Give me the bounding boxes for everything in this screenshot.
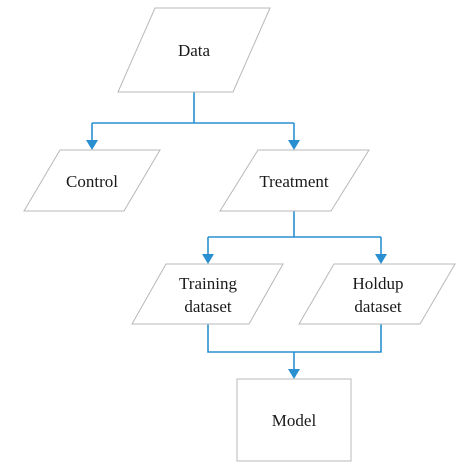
node-model xyxy=(236,378,352,462)
node-control-label: Control xyxy=(66,172,118,191)
arrowhead-training xyxy=(202,254,214,264)
node-control xyxy=(23,149,161,212)
node-training-dataset xyxy=(131,263,284,325)
node-training-label-line1: Training xyxy=(179,274,237,293)
arrowhead-treatment xyxy=(288,140,300,150)
node-data xyxy=(117,7,271,93)
node-data-label: Data xyxy=(178,41,211,60)
arrowhead-holdup xyxy=(375,254,387,264)
node-holdup-label-line2: dataset xyxy=(354,297,401,316)
node-holdup-label-line1: Holdup xyxy=(353,274,404,293)
node-treatment xyxy=(219,149,370,212)
arrowhead-model xyxy=(288,369,300,379)
connector-data-split xyxy=(92,92,294,124)
node-training-label-line2: dataset xyxy=(184,297,231,316)
node-holdup-dataset xyxy=(298,263,456,325)
node-model-label: Model xyxy=(272,411,317,430)
node-treatment-label: Treatment xyxy=(259,172,329,191)
connector-datasets-merge xyxy=(207,324,382,353)
connector-treatment-split xyxy=(208,211,381,238)
arrowhead-control xyxy=(86,140,98,150)
